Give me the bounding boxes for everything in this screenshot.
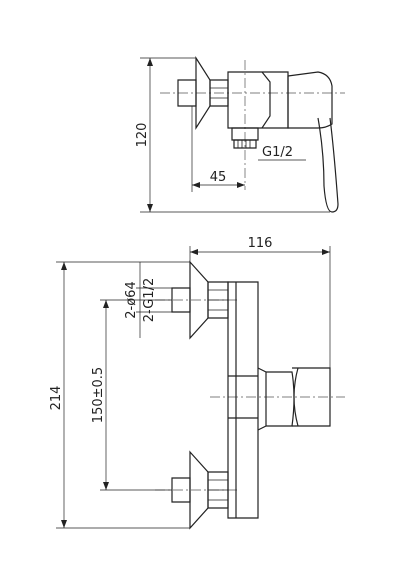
cartridge-neck bbox=[266, 371, 295, 427]
cartridge-handle bbox=[292, 367, 331, 427]
top-thread-label: G1/2 bbox=[262, 145, 293, 160]
top-outlet bbox=[231, 127, 259, 141]
flange-diameter-label: 2-ø64 bbox=[124, 281, 139, 318]
handle-curve bbox=[293, 367, 299, 427]
top-body bbox=[227, 71, 289, 129]
body-outlet-boss bbox=[257, 367, 267, 431]
center-distance-label: 150±0.5 bbox=[91, 367, 106, 423]
inlet-thread-label: 2-G1/2 bbox=[142, 278, 157, 322]
main-body bbox=[227, 281, 259, 519]
top-view: 120 45 G1/2 bbox=[135, 55, 345, 213]
front-height-label: 214 bbox=[49, 386, 64, 411]
top-offset-label: 45 bbox=[210, 170, 227, 185]
top-height-label: 120 bbox=[135, 123, 150, 148]
front-width-label: 116 bbox=[248, 236, 273, 251]
top-cartridge bbox=[287, 71, 333, 129]
front-view: 116 214 150±0.5 2-ø64 2-G1/2 bbox=[49, 236, 345, 530]
top-lever bbox=[317, 117, 339, 213]
top-body-step bbox=[261, 71, 271, 129]
top-outlet-thread bbox=[233, 139, 257, 149]
